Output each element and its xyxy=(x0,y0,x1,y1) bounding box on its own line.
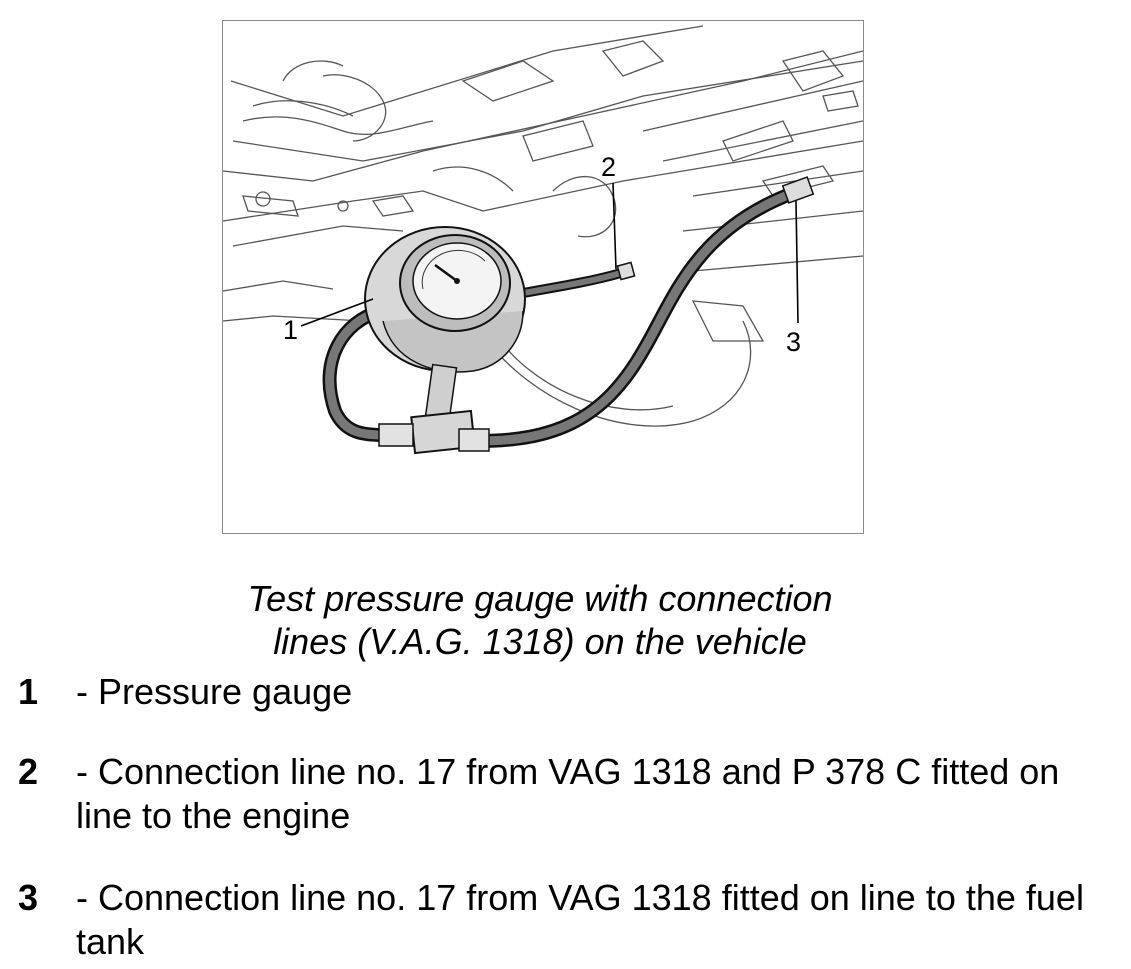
legend-text: - Pressure gauge xyxy=(76,671,353,712)
fitting-2 xyxy=(616,261,636,281)
legend-number: 2 xyxy=(18,751,39,792)
caption-line-1: Test pressure gauge with connection xyxy=(247,578,833,619)
tee-connector xyxy=(378,363,490,455)
callout-leaders xyxy=(300,182,799,327)
connection-hose-3 xyxy=(471,186,800,448)
legend-number: 3 xyxy=(18,877,39,918)
callout-1: 1 xyxy=(283,315,298,345)
callout-3: 3 xyxy=(786,327,801,357)
callout-2: 2 xyxy=(601,152,616,182)
connection-hose-2 xyxy=(518,268,626,298)
legend-text: - Connection line no. 17 from VAG 1318 a… xyxy=(76,751,1060,836)
legend-number: 1 xyxy=(18,671,39,712)
fitting-3 xyxy=(781,176,815,204)
figure-caption: Test pressure gauge with connection line… xyxy=(150,577,930,663)
gauge-loop-hose xyxy=(322,304,390,442)
caption-line-2: lines (V.A.G. 1318) on the vehicle xyxy=(273,621,807,662)
vehicle-underbody-illustration: 1 2 3 xyxy=(223,25,863,455)
illustration-frame: 1 2 3 xyxy=(222,20,864,534)
legend-text: - Connection line no. 17 from VAG 1318 f… xyxy=(76,877,1084,962)
underbody-structure xyxy=(223,25,863,427)
pressure-gauge xyxy=(364,226,526,373)
